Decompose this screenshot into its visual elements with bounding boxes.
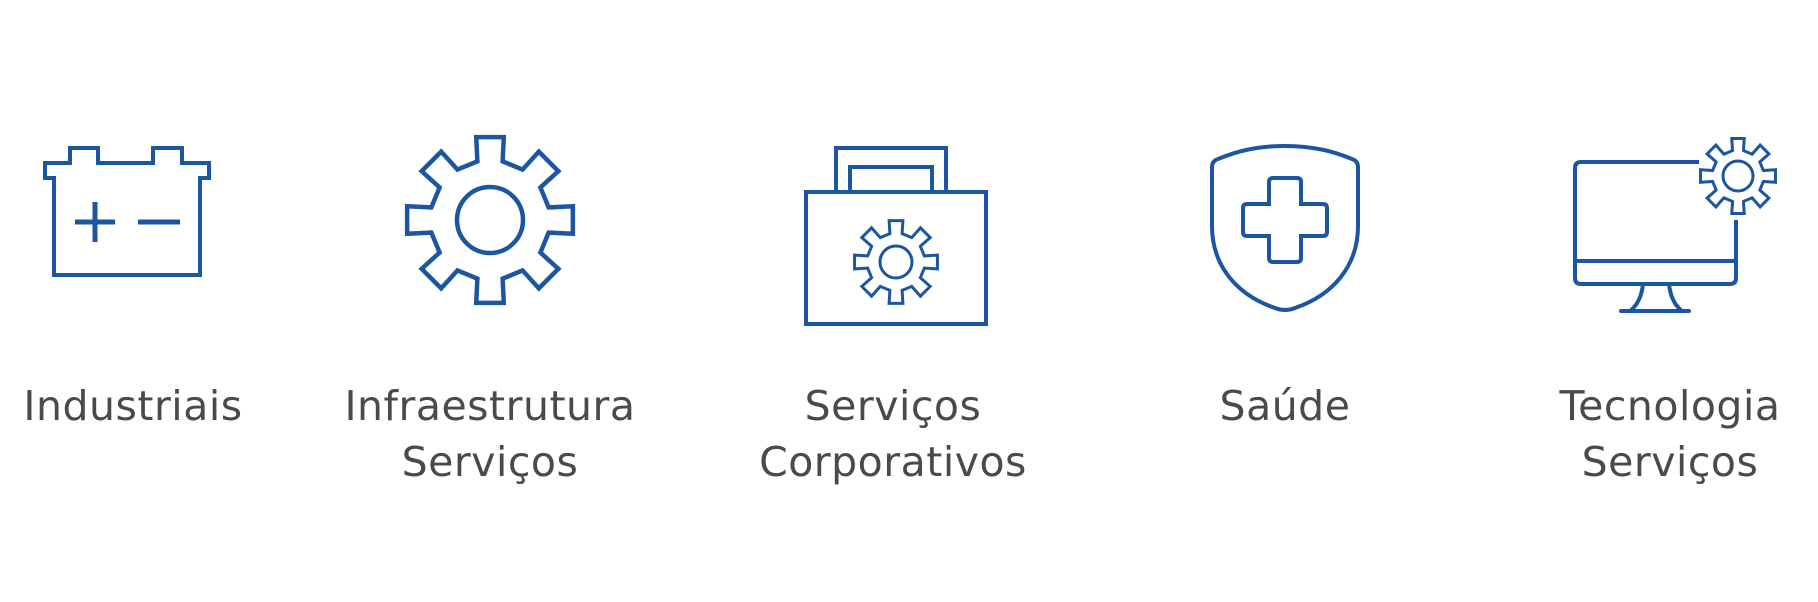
sector-label-line-1: Serviços: [804, 382, 982, 430]
sector-label-line-1: Tecnologia: [1559, 382, 1781, 430]
sector-label-line-2: Serviços: [1581, 438, 1759, 486]
sector-tecnologia: Tecnologia Serviços: [1490, 0, 1818, 602]
sector-saude: Saúde: [1105, 0, 1465, 602]
sector-label: Serviços Corporativos: [713, 378, 1073, 490]
battery-icon: [0, 130, 313, 350]
sector-label-line-1: Industriais: [23, 382, 243, 430]
shield-cross-icon: [1105, 130, 1465, 350]
sector-infraestrutura: Infraestrutura Serviços: [310, 0, 670, 602]
briefcase-gear-icon: [713, 130, 1073, 350]
sector-label-line-1: Infraestrutura: [344, 382, 636, 430]
sector-label-line-2: Serviços: [401, 438, 579, 486]
sector-label: Infraestrutura Serviços: [310, 378, 670, 490]
sector-servicos-corporativos: Serviços Corporativos: [713, 0, 1073, 602]
sector-industriais: Industriais: [0, 0, 313, 602]
sector-label: Industriais: [0, 378, 313, 434]
sector-label-line-1: Saúde: [1219, 382, 1351, 430]
sector-label-line-2: Corporativos: [759, 438, 1027, 486]
gear-icon: [310, 130, 670, 350]
sector-label: Saúde: [1105, 378, 1465, 434]
monitor-gear-icon: [1490, 130, 1818, 350]
sector-label: Tecnologia Serviços: [1490, 378, 1818, 490]
